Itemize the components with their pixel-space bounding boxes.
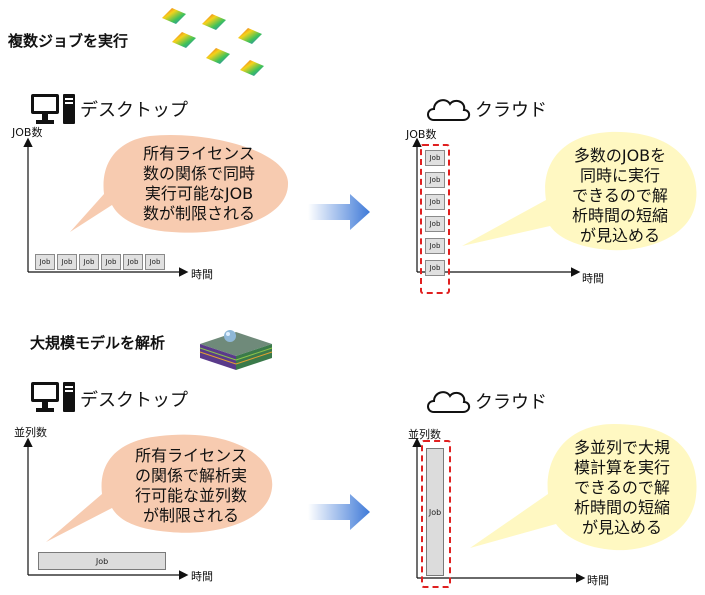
job-box: Job	[425, 238, 445, 254]
bubble-line: 模計算を実行	[573, 458, 670, 477]
job-box: Job	[425, 194, 445, 210]
cloud-x-axis-label: 時間	[587, 574, 609, 587]
highlight-dashed-box	[420, 144, 450, 294]
bubble-line: 所有ライセンス	[143, 144, 255, 163]
bubble-line: の関係で解析実	[134, 466, 247, 485]
job-box: Job	[425, 172, 445, 188]
cloud-heading: クラウド	[475, 392, 547, 413]
bubble-text-cloud-1: 多数のJOBを 同時に実行 できるので解 析時間の短縮 が見込める	[550, 146, 690, 246]
highlight-dashed-box	[421, 440, 451, 588]
right-arrow-icon	[308, 494, 370, 530]
cloud-heading: クラウド	[475, 100, 547, 121]
desktop-x-axis-label: 時間	[191, 268, 213, 281]
bubble-text-desktop-2: 所有ライセンス の関係で解析実 行可能な並列数 が制限される	[116, 446, 266, 526]
desktop-computer-icon	[31, 382, 75, 412]
bubble-line: 数の関係で同時	[142, 164, 255, 183]
bubble-line: 数が制限される	[142, 204, 255, 223]
cloud-y-axis-label: JOB数	[406, 128, 437, 141]
bubble-line: が制限される	[142, 506, 239, 525]
section-title-multiple-jobs: 複数ジョブを実行	[8, 32, 129, 50]
job-box: Job	[145, 254, 165, 270]
cloud-icon	[427, 99, 471, 121]
job-box: Job	[35, 254, 55, 270]
desktop-y-axis-label: JOB数	[12, 126, 43, 139]
job-box: Job	[425, 260, 445, 276]
desktop-y-axis-label: 並列数	[14, 426, 47, 439]
bubble-text-desktop-1: 所有ライセンス 数の関係で同時 実行可能なJOB 数が制限される	[124, 144, 274, 224]
job-box: Job	[57, 254, 77, 270]
bubble-text-cloud-2: 多並列で大規 模計算を実行 できるので解 析時間の短縮 が見込める	[552, 438, 692, 538]
job-box: Job	[425, 216, 445, 232]
bubble-line: できるので解	[572, 186, 668, 205]
layered-model-thumbnail	[199, 330, 273, 370]
desktop-x-axis-label: 時間	[191, 570, 213, 583]
bubble-line: 析時間の短縮	[571, 206, 668, 225]
bubble-line: 実行可能なJOB	[144, 184, 254, 203]
desktop-computer-icon	[31, 94, 75, 124]
job-box-tall: Job	[426, 448, 444, 576]
bubble-line: 同時に実行	[579, 166, 660, 185]
bubble-line: 多並列で大規	[573, 438, 670, 457]
cloud-y-axis-label: 並列数	[408, 428, 441, 441]
desktop-heading: デスクトップ	[80, 390, 188, 411]
contour-plot-thumbnails	[162, 8, 264, 76]
job-box: Job	[101, 254, 121, 270]
right-arrow-icon	[308, 194, 370, 230]
job-box: Job	[79, 254, 99, 270]
job-box-wide: Job	[38, 552, 166, 570]
bubble-line: 行可能な並列数	[134, 486, 247, 505]
job-box: Job	[425, 150, 445, 166]
bubble-line: 所有ライセンス	[135, 446, 247, 465]
job-box: Job	[123, 254, 143, 270]
section-title-large-model: 大規模モデルを解析	[30, 334, 166, 352]
bubble-line: できるので解	[574, 478, 670, 497]
bubble-line: 析時間の短縮	[573, 498, 670, 517]
cloud-x-axis-label: 時間	[582, 272, 604, 285]
cloud-icon	[427, 391, 471, 413]
bubble-line: が見込める	[581, 518, 662, 537]
bubble-line: が見込める	[579, 226, 660, 245]
desktop-heading: デスクトップ	[80, 100, 188, 121]
bubble-line: 多数のJOBを	[573, 146, 667, 165]
